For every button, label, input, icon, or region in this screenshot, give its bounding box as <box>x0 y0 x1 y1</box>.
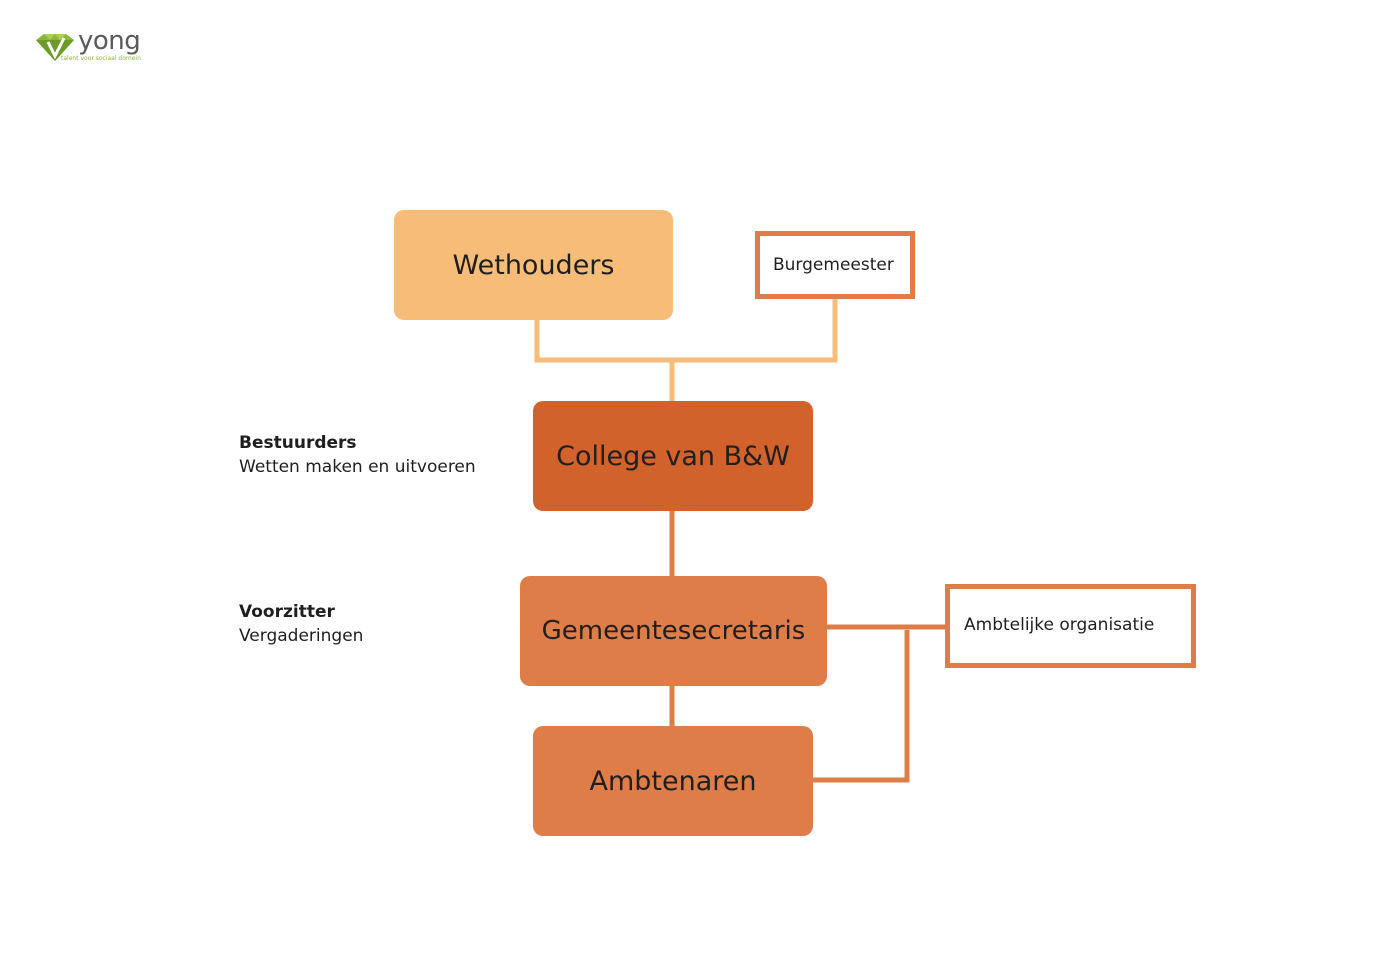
node-wethouders-label: Wethouders <box>452 249 615 281</box>
node-burgemeester-label: Burgemeester <box>773 255 894 275</box>
diamond-logo-icon <box>36 34 74 61</box>
node-burgemeester: Burgemeester <box>755 231 915 299</box>
note-voorzitter: Voorzitter Vergaderingen <box>239 600 363 648</box>
node-college: College van B&W <box>533 401 813 511</box>
edge-wethouders-college <box>534 320 675 402</box>
note-bestuurders-title: Bestuurders <box>239 433 357 453</box>
node-wethouders: Wethouders <box>394 210 673 320</box>
yong-logo: yong talent voor sociaal domein <box>34 26 154 68</box>
note-bestuurders-text: Wetten maken en uitvoeren <box>239 457 476 477</box>
edge-ambtenaren-ambtelijk <box>813 630 910 783</box>
node-college-label: College van B&W <box>556 440 790 472</box>
node-ambtelijke-organisatie-label: Ambtelijke organisatie <box>964 615 1155 635</box>
node-ambtelijke-organisatie: Ambtelijke organisatie <box>945 584 1196 668</box>
note-bestuurders: Bestuurders Wetten maken en uitvoeren <box>239 431 476 479</box>
logo-tagline: talent voor sociaal domein <box>61 55 141 62</box>
node-gemeentesecretaris: Gemeentesecretaris <box>520 576 827 686</box>
edge-burgemeester-college <box>672 299 838 363</box>
note-voorzitter-text: Vergaderingen <box>239 626 364 646</box>
node-gemeentesecretaris-label: Gemeentesecretaris <box>541 616 806 646</box>
note-voorzitter-title: Voorzitter <box>239 602 335 622</box>
node-ambtenaren-label: Ambtenaren <box>589 765 757 797</box>
logo-wordmark: yong <box>78 26 141 56</box>
node-ambtenaren: Ambtenaren <box>533 726 813 836</box>
